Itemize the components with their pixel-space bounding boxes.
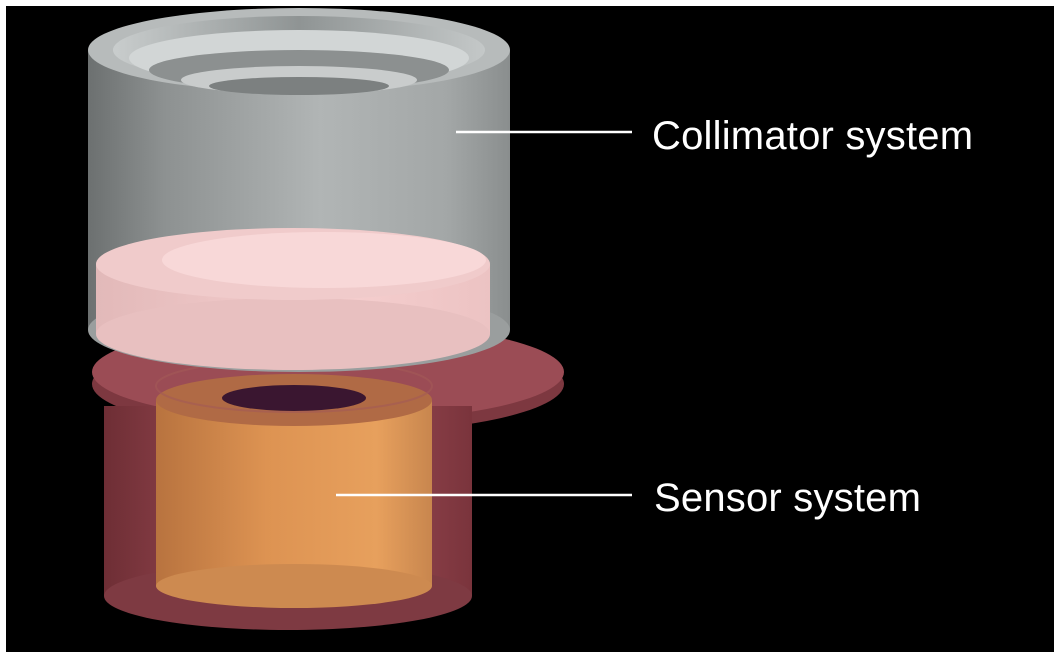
detector-illustration	[88, 8, 632, 630]
sensor-system-label: Sensor system	[654, 476, 922, 520]
sensor-crystal	[155, 359, 433, 608]
collimator-system-label: Collimator system	[652, 114, 974, 158]
collimator-disc	[96, 228, 490, 370]
diagram-canvas: Collimator system Sensor system	[6, 6, 1054, 652]
